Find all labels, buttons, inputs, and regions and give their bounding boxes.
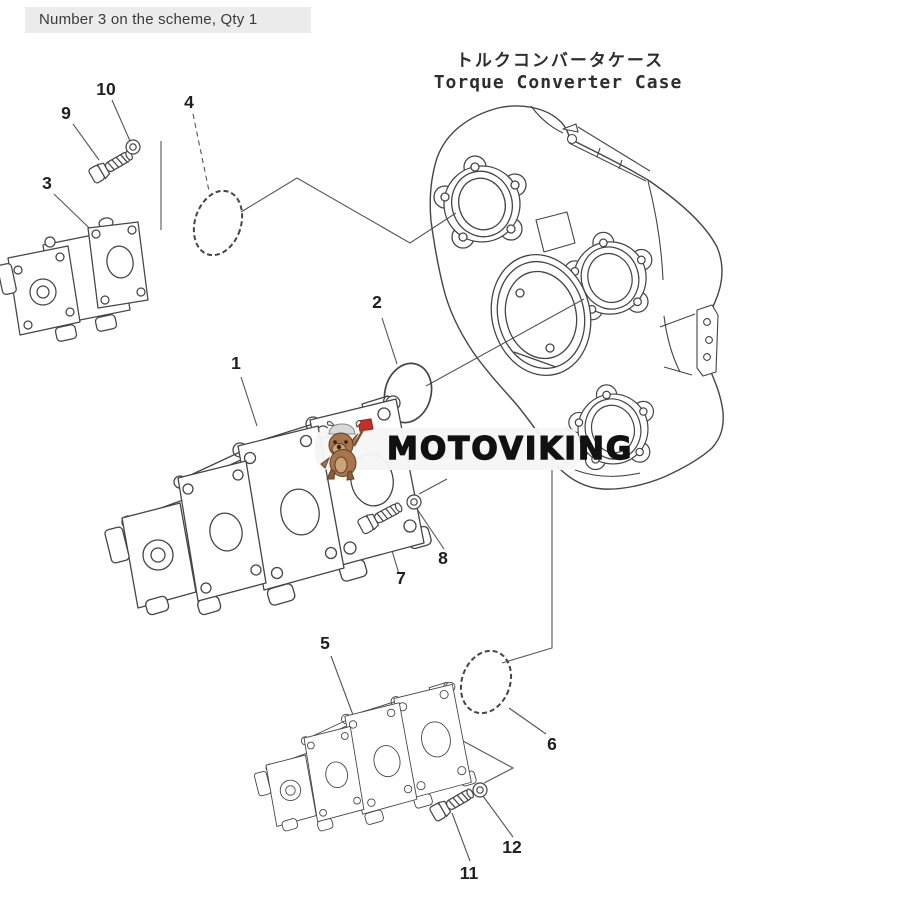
callout-5: 5	[320, 633, 330, 653]
case-id-plate	[535, 211, 576, 253]
callout-4: 4	[184, 92, 194, 112]
washer-12	[472, 782, 488, 798]
o-ring-4	[192, 189, 244, 257]
callout-8: 8	[438, 548, 448, 568]
case-side-bracket	[696, 304, 719, 377]
viking-dog-mascot-icon	[320, 418, 374, 481]
pump-item-3	[0, 216, 149, 343]
callout-12: 12	[502, 837, 522, 857]
callout-9: 9	[61, 103, 71, 123]
brand-name: MOTOVIKING	[386, 430, 634, 467]
title-english: Torque Converter Case	[433, 72, 683, 93]
callout-labels: 1 2 3 4 5 6 7 8 9 10 11 12	[42, 79, 557, 883]
torque-converter-case	[429, 105, 724, 490]
leader-lines	[53, 99, 585, 862]
o-ring-6	[459, 649, 513, 715]
watermark-pill: MOTOVIKING	[315, 418, 632, 481]
callout-6: 6	[547, 734, 557, 754]
washer-10	[125, 139, 141, 155]
callout-7: 7	[396, 568, 406, 588]
case-central-bore	[490, 253, 592, 377]
washer-8	[406, 494, 422, 510]
callout-11: 11	[460, 863, 479, 883]
scheme-note: Number 3 on the scheme, Qty 1	[25, 7, 311, 33]
title-japanese: トルクコンバータケース	[455, 51, 665, 71]
case-top-rail	[562, 123, 651, 182]
callout-3: 3	[42, 173, 52, 193]
callout-10: 10	[96, 79, 116, 99]
callout-2: 2	[372, 292, 382, 312]
callout-1: 1	[231, 353, 241, 373]
